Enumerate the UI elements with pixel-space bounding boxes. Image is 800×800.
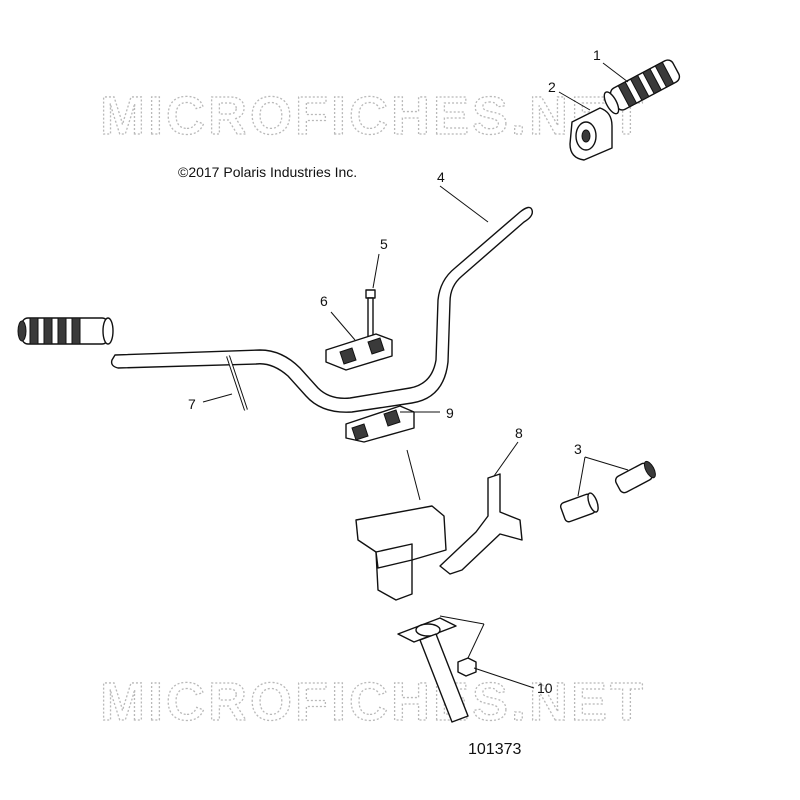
leader-lines [202,62,629,689]
part-upper-clamp [325,333,393,371]
watermark-bottom: MICROFICHES.NET [100,672,646,732]
callout-10: 10 [537,680,553,696]
watermark-top: MICROFICHES.NET [100,86,646,146]
part-mount-bracket [355,505,447,601]
callout-4: 4 [437,169,445,185]
part-handlebar [110,206,534,413]
callout-5: 5 [380,236,388,252]
copyright-text: ©2017 Polaris Industries Inc. [178,164,357,180]
figure-number: 101373 [468,741,521,758]
part-bracket-arm [439,473,523,575]
callout-7: 7 [188,396,196,412]
part-grip-left [17,317,114,345]
part-rod [226,355,248,411]
callout-6: 6 [320,293,328,309]
part-steering-post [397,617,469,723]
part-grip-right [603,59,681,115]
callout-8: 8 [515,425,523,441]
part-lower-clamp [345,405,415,443]
callout-2: 2 [548,79,556,95]
part-sleeves [559,460,656,523]
callout-3: 3 [574,441,582,457]
callout-1: 1 [593,47,601,63]
callout-9: 9 [446,405,454,421]
part-end-cap [569,107,613,161]
part-nut [457,657,477,677]
